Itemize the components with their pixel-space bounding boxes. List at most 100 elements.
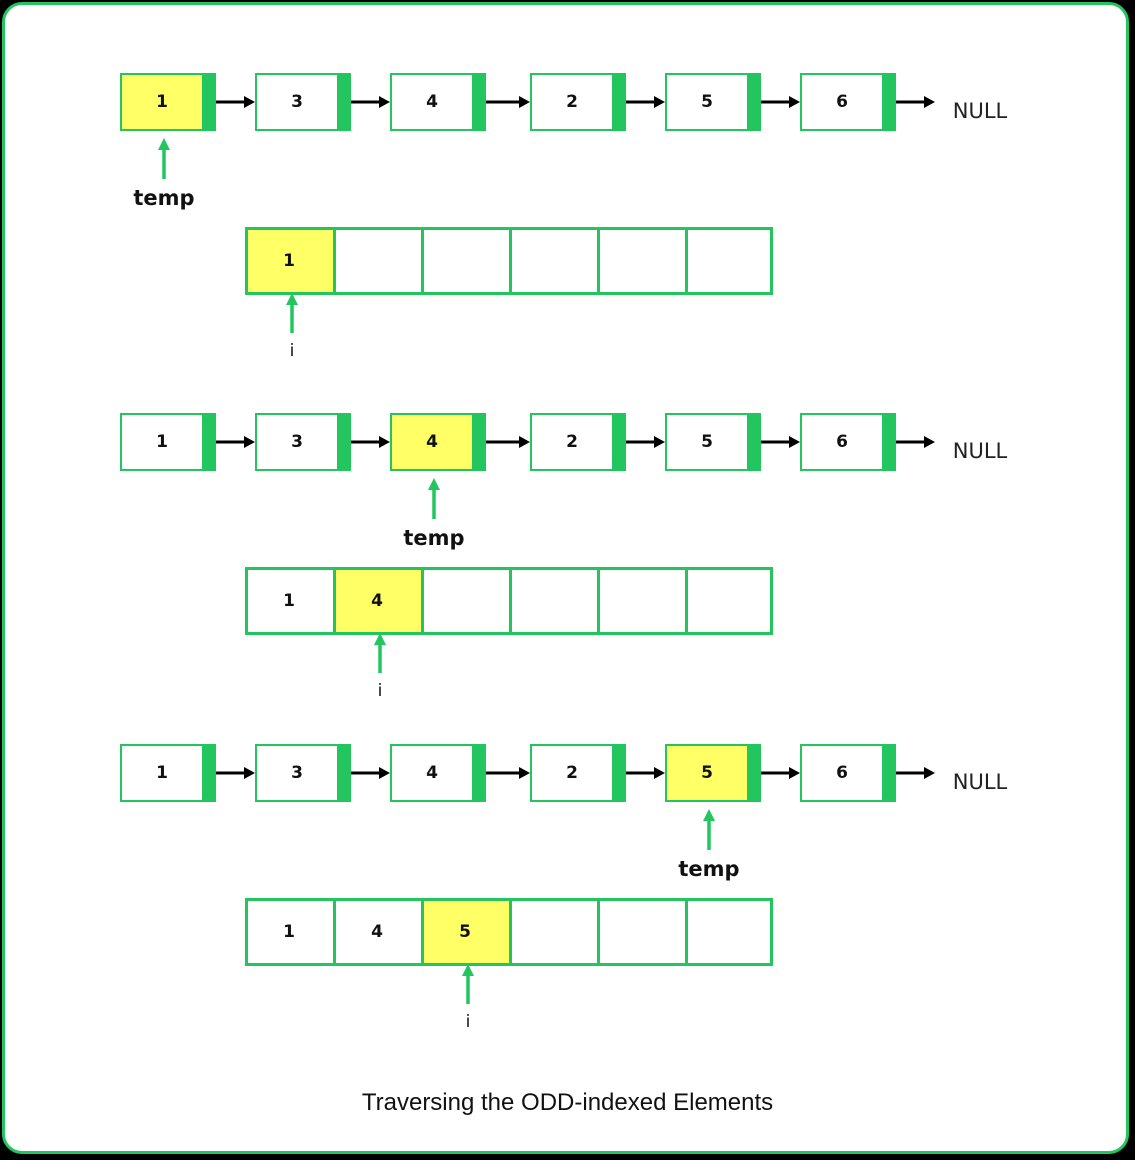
null-arrow <box>896 767 935 779</box>
list-node-body <box>257 415 337 469</box>
array-cell-value: 1 <box>283 922 295 942</box>
array-cell <box>424 570 509 632</box>
array-cell <box>600 570 685 632</box>
next-arrow <box>486 96 530 108</box>
i-pointer-arrow <box>286 293 298 333</box>
array-cell-value: 1 <box>283 591 295 611</box>
list-node-value: 5 <box>701 432 713 452</box>
next-arrow <box>351 96 390 108</box>
list-node-value: 4 <box>426 432 438 452</box>
array-cell <box>424 230 509 292</box>
array-cell <box>688 570 770 632</box>
pointer-head <box>462 964 474 976</box>
array-cell-value: 5 <box>459 922 471 942</box>
next-arrow <box>761 436 800 448</box>
array-cell-value: 4 <box>371 922 383 942</box>
null-label: NULL <box>953 439 1008 463</box>
list-node-body <box>392 746 472 800</box>
array-cell <box>688 230 770 292</box>
temp-pointer-arrow <box>158 138 170 179</box>
pointer-head <box>703 809 715 821</box>
temp-pointer-label: temp <box>133 186 194 210</box>
list-node-value: 6 <box>836 432 848 452</box>
pointer-head <box>286 293 298 305</box>
next-arrow <box>216 96 255 108</box>
array-cell-highlighted <box>424 901 509 963</box>
arrow-head <box>519 96 530 108</box>
next-arrow <box>626 767 665 779</box>
temp-pointer-label: temp <box>403 526 464 550</box>
null-arrow <box>896 96 935 108</box>
list-node-value: 3 <box>291 92 303 112</box>
array-cell-value: 4 <box>371 591 383 611</box>
arrow-head <box>519 767 530 779</box>
arrow-head <box>379 96 390 108</box>
next-arrow <box>351 436 390 448</box>
arrow-head <box>789 767 800 779</box>
list-node-value: 4 <box>426 92 438 112</box>
arrow-head <box>789 436 800 448</box>
list-node-body <box>667 75 747 129</box>
diagram-caption: Traversing the ODD-indexed Elements <box>361 1089 774 1116</box>
arrow-head <box>244 96 255 108</box>
array-cell <box>688 901 770 963</box>
array-cell <box>336 230 421 292</box>
list-node-body <box>802 415 882 469</box>
list-node-body-highlighted <box>392 415 472 469</box>
i-pointer-arrow <box>374 633 386 673</box>
arrow-head <box>519 436 530 448</box>
next-arrow <box>626 436 665 448</box>
arrow-head <box>379 767 390 779</box>
null-label: NULL <box>953 99 1008 123</box>
next-arrow <box>761 767 800 779</box>
array-cell-highlighted <box>248 230 333 292</box>
next-arrow <box>216 767 255 779</box>
list-node-value: 3 <box>291 432 303 452</box>
list-node-body <box>667 415 747 469</box>
list-node-value: 6 <box>836 92 848 112</box>
array-cell <box>512 230 597 292</box>
arrow-head <box>789 96 800 108</box>
arrow-head <box>924 436 935 448</box>
arrow-head <box>654 436 665 448</box>
list-node-body <box>802 75 882 129</box>
array-cell <box>512 901 597 963</box>
null-arrow <box>896 436 935 448</box>
pointer-head <box>158 138 170 150</box>
list-node-body <box>122 746 202 800</box>
next-arrow <box>761 96 800 108</box>
array-cell-highlighted <box>336 570 421 632</box>
arrow-head <box>379 436 390 448</box>
array-cell <box>248 901 333 963</box>
list-node-value: 5 <box>701 763 713 783</box>
list-node-body-highlighted <box>122 75 202 129</box>
list-node-value: 5 <box>701 92 713 112</box>
i-pointer-label: i <box>378 681 383 701</box>
list-node-body <box>122 415 202 469</box>
list-node-value: 1 <box>156 763 168 783</box>
null-label: NULL <box>953 770 1008 794</box>
list-node-value: 2 <box>566 92 578 112</box>
list-node-value: 1 <box>156 92 168 112</box>
next-arrow <box>486 436 530 448</box>
list-node-value: 6 <box>836 763 848 783</box>
next-arrow <box>486 767 530 779</box>
list-node-value: 1 <box>156 432 168 452</box>
arrow-head <box>244 436 255 448</box>
list-node-body <box>257 75 337 129</box>
i-pointer-label: i <box>290 341 295 361</box>
arrow-head <box>924 96 935 108</box>
next-arrow <box>216 436 255 448</box>
pointer-head <box>374 633 386 645</box>
list-node-body <box>532 415 612 469</box>
list-node-body <box>257 746 337 800</box>
arrow-head <box>654 767 665 779</box>
array-cell <box>600 230 685 292</box>
array-cell <box>512 570 597 632</box>
array-cell-value: 1 <box>283 251 295 271</box>
next-arrow <box>351 767 390 779</box>
next-arrow <box>626 96 665 108</box>
array-cell <box>336 901 421 963</box>
list-node-body <box>392 75 472 129</box>
